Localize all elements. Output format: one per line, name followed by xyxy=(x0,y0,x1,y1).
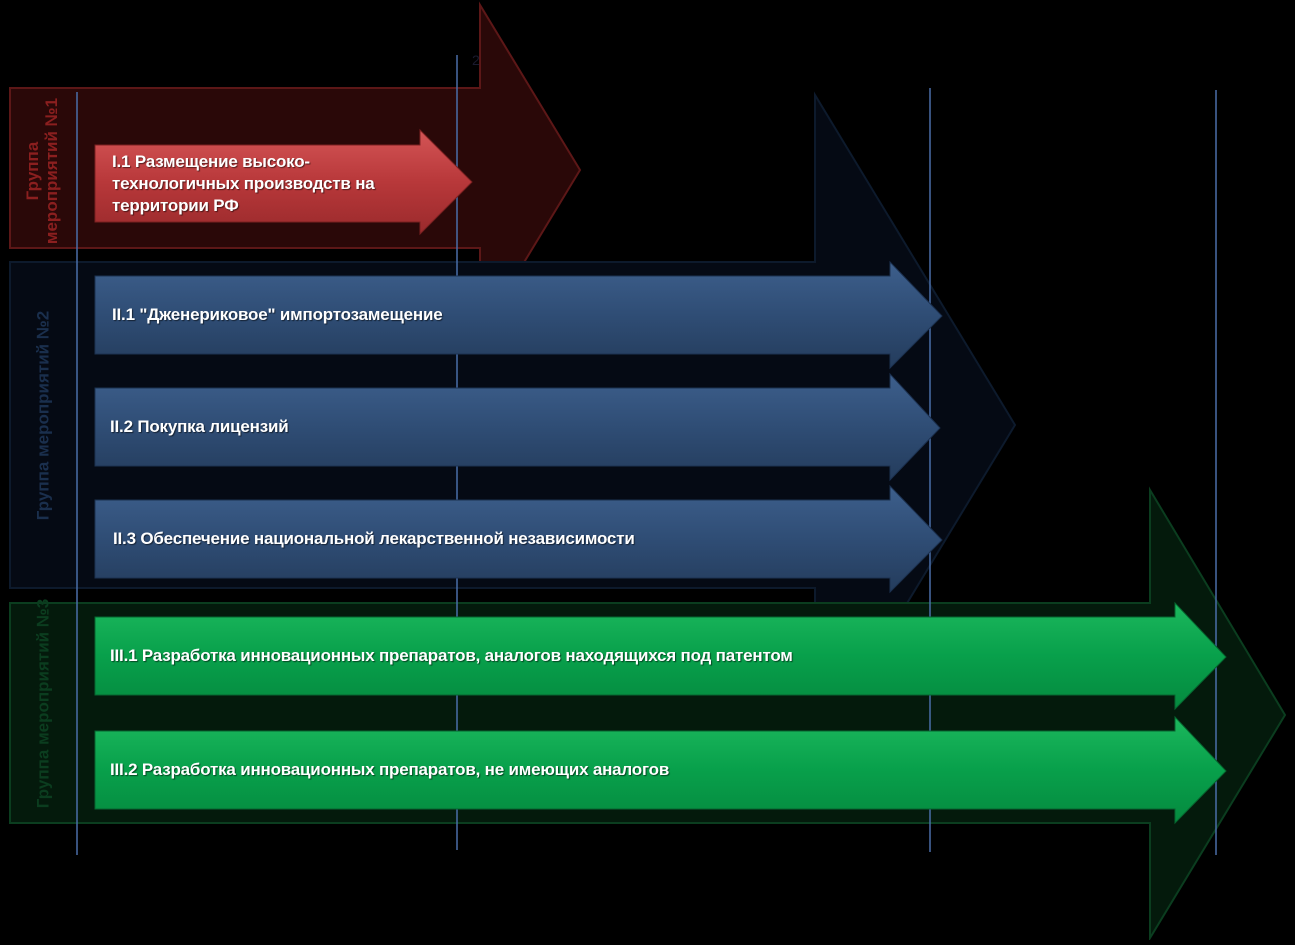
item-arrow-I-1[interactable] xyxy=(94,128,473,236)
item-arrow-III-2[interactable] xyxy=(94,715,1227,825)
item-arrow-II-2[interactable] xyxy=(94,372,941,482)
item-label-II-2: II.2 Покупка лицензий xyxy=(110,417,289,436)
group2-label: Группа мероприятий №2 xyxy=(33,310,53,521)
group3-label: Группа мероприятий №3 xyxy=(33,598,53,809)
timeline-tick-label: 2 xyxy=(472,52,480,68)
item-label-I-1: I.1 Размещение высоко-технологичных прои… xyxy=(112,152,375,215)
group3-arrow xyxy=(9,486,1287,942)
group1-label: Группа мероприятий №1 xyxy=(23,97,61,245)
item-arrow-II-3[interactable] xyxy=(94,484,943,594)
item-label-III-2: III.2 Разработка инновационных препарато… xyxy=(110,760,670,779)
item-label-II-1: II.1 "Дженериковое" импортозамещение xyxy=(112,305,443,324)
item-label-II-3: II.3 Обеспечение национальной лекарствен… xyxy=(113,529,635,548)
item-arrow-III-1[interactable] xyxy=(94,601,1227,711)
item-label-III-1: III.1 Разработка инновационных препарато… xyxy=(110,646,793,665)
item-arrow-II-1[interactable] xyxy=(94,260,943,370)
